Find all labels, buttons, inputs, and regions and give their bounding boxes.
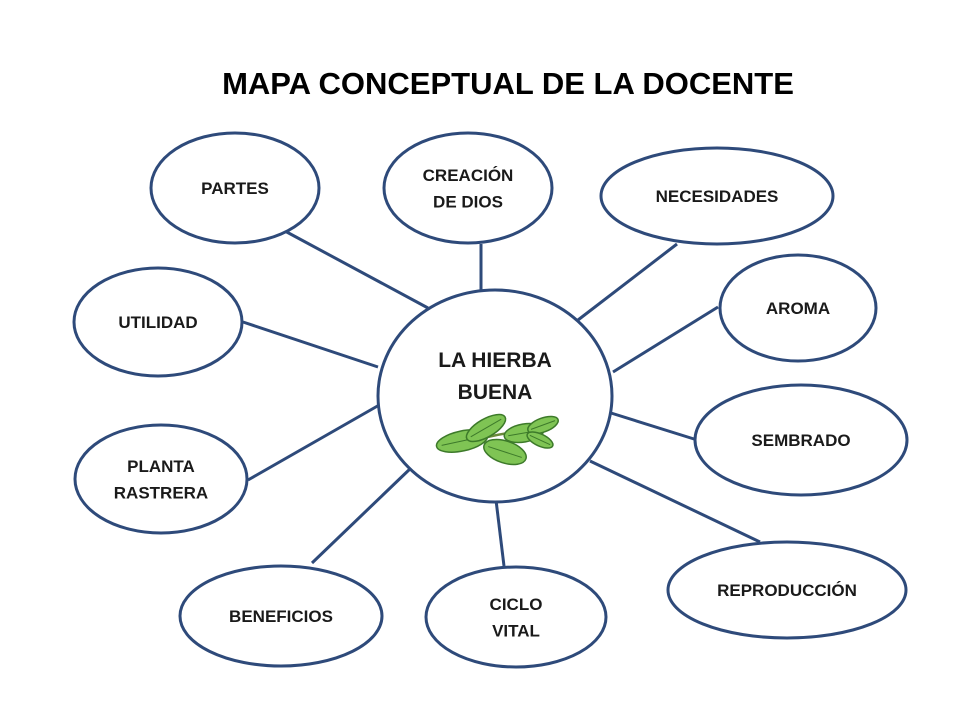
node-label-creacion-de-dios: DE DIOS: [433, 192, 503, 211]
center-label: BUENA: [458, 381, 533, 404]
connector-sembrado: [610, 411, 695, 441]
node-label-partes: PARTES: [201, 179, 269, 198]
node-label-necesidades: NECESIDADES: [656, 187, 779, 206]
node-oval-planta-rastrera: [73, 423, 249, 535]
node-oval-aroma: [718, 253, 878, 363]
node-creacion-de-dios: CREACIÓN DE DIOS: [382, 131, 554, 245]
connector-necesidades: [577, 242, 678, 322]
page-title: MAPA CONCEPTUAL DE LA DOCENTE: [222, 66, 794, 101]
node-label-utilidad: UTILIDAD: [118, 313, 197, 332]
node-oval-necesidades: [599, 146, 835, 246]
center-oval: [376, 288, 614, 504]
node-partes: PARTES: [149, 131, 321, 245]
node-label-reproduccion: REPRODUCCIÓN: [717, 581, 857, 600]
node-planta-rastrera: PLANTA RASTRERA: [73, 423, 249, 535]
node-oval-sembrado: [693, 383, 909, 497]
node-utilidad: UTILIDAD: [72, 266, 244, 378]
connector-lines: [242, 228, 761, 567]
connector-partes: [282, 228, 429, 310]
node-label-aroma: AROMA: [766, 299, 830, 318]
node-label-planta-rastrera: PLANTA: [127, 457, 195, 476]
connector-reproduccion: [589, 459, 761, 544]
node-oval-beneficios: [178, 564, 384, 668]
node-label-sembrado: SEMBRADO: [751, 431, 850, 450]
node-label-creacion-de-dios: CREACIÓN: [423, 166, 514, 185]
mint-sprig-icon: [435, 413, 559, 466]
connector-beneficios: [310, 465, 414, 565]
center-node: LA HIERBA BUENA: [376, 288, 614, 504]
center-label: LA HIERBA: [438, 349, 552, 372]
node-label-planta-rastrera: RASTRERA: [114, 483, 208, 502]
node-oval-partes: [149, 131, 321, 245]
node-sembrado: SEMBRADO: [693, 383, 909, 497]
connector-ciclo-vital: [494, 499, 506, 567]
node-label-ciclo-vital: CICLO: [490, 595, 543, 614]
node-beneficios: BENEFICIOS: [178, 564, 384, 668]
node-oval-ciclo-vital: [424, 565, 608, 669]
node-aroma: AROMA: [718, 253, 878, 363]
node-oval-creacion-de-dios: [382, 131, 554, 245]
node-oval-reproduccion: [666, 540, 908, 640]
node-ovals: PARTES CREACIÓN DE DIOS NECESIDADES AROMA SEM…: [72, 131, 909, 669]
node-oval-utilidad: [72, 266, 244, 378]
connector-utilidad: [242, 320, 379, 369]
connector-planta-rastrera: [247, 402, 382, 482]
node-label-ciclo-vital: VITAL: [492, 621, 540, 640]
connector-aroma: [612, 305, 719, 374]
node-reproduccion: REPRODUCCIÓN: [666, 540, 908, 640]
node-label-beneficios: BENEFICIOS: [229, 607, 333, 626]
node-ciclo-vital: CICLO VITAL: [424, 565, 608, 669]
node-necesidades: NECESIDADES: [599, 146, 835, 246]
